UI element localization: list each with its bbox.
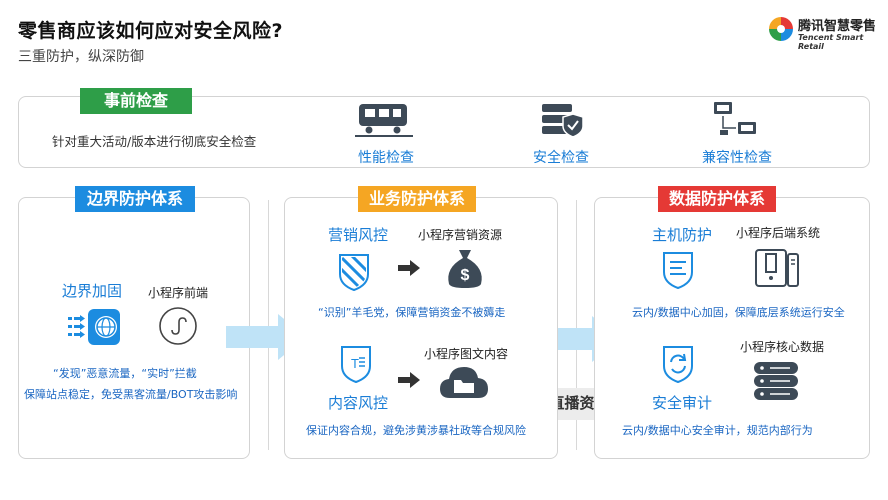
security-audit-desc: 云内/数据中心安全审计，规范内部行为 bbox=[622, 424, 813, 437]
marketing-risk-target: 小程序营销资源 bbox=[418, 228, 503, 242]
business-tag: 业务防护体系 bbox=[358, 186, 476, 212]
content-risk-title: 内容风控 bbox=[328, 394, 389, 412]
content-risk-desc: 保证内容合规，避免涉黄涉暴社政等合规风险 bbox=[306, 424, 526, 437]
security-audit-title: 安全审计 bbox=[652, 394, 713, 412]
page-title: 零售商应该如何应对安全风险? bbox=[18, 20, 284, 42]
boundary-reinforce-icon bbox=[68, 309, 120, 345]
svg-text:T: T bbox=[351, 356, 359, 371]
database-server-icon bbox=[754, 362, 798, 400]
page-subtitle: 三重防护，纵深防御 bbox=[18, 49, 144, 65]
network-computers-icon bbox=[714, 102, 756, 135]
content-risk-target: 小程序图文内容 bbox=[424, 347, 509, 361]
arrow-right-icon bbox=[398, 372, 420, 388]
logo-name-en: Tencent Smart Retail bbox=[798, 33, 864, 51]
arrow-right-icon bbox=[398, 260, 420, 276]
data-protection-tag: 数据防护体系 bbox=[658, 186, 776, 212]
boundary-card bbox=[18, 197, 250, 459]
business-card bbox=[284, 197, 558, 459]
server-tower-icon bbox=[755, 249, 799, 287]
pre-check-item-compatibility: 兼容性检查 bbox=[702, 150, 772, 166]
divider-right bbox=[576, 200, 577, 450]
shield-list-icon bbox=[663, 252, 693, 290]
server-shield-icon bbox=[542, 104, 584, 138]
divider-left bbox=[268, 200, 269, 450]
boundary-item-sub: 小程序前端 bbox=[148, 286, 209, 300]
money-bag-icon: $ bbox=[448, 250, 482, 288]
data-protection-card bbox=[594, 197, 870, 459]
host-protection-target: 小程序后端系统 bbox=[736, 226, 821, 240]
boundary-item-title: 边界加固 bbox=[62, 282, 123, 300]
boundary-desc-line2: 保障站点稳定，免受黑客流量/BOT攻击影响 bbox=[24, 388, 238, 401]
train-icon bbox=[355, 104, 413, 137]
core-data-target: 小程序核心数据 bbox=[740, 340, 825, 354]
pre-check-tag: 事前检查 bbox=[80, 88, 192, 114]
pre-check-item-performance: 性能检查 bbox=[358, 150, 414, 166]
logo-name-cn: 腾讯智慧零售 bbox=[798, 19, 877, 34]
pinwheel-logo-icon bbox=[769, 17, 793, 41]
mini-program-icon bbox=[159, 307, 197, 345]
host-protection-desc: 云内/数据中心加固，保障底层系统运行安全 bbox=[632, 306, 845, 319]
boundary-tag: 边界防护体系 bbox=[75, 186, 195, 212]
shield-refresh-icon bbox=[663, 346, 693, 384]
pre-check-item-security: 安全检查 bbox=[533, 150, 589, 166]
shield-stripes-icon bbox=[339, 254, 369, 292]
brand-logo: 腾讯智慧零售 Tencent Smart Retail bbox=[768, 12, 883, 51]
svg-text:$: $ bbox=[461, 267, 470, 284]
host-protection-title: 主机防护 bbox=[652, 226, 713, 244]
marketing-risk-title: 营销风控 bbox=[328, 226, 389, 244]
cloud-folder-icon bbox=[440, 367, 488, 398]
marketing-risk-desc: “识别”羊毛党，保障营销资金不被薅走 bbox=[318, 306, 506, 319]
boundary-desc-line1: “发现”恶意流量，“实时”拦截 bbox=[53, 367, 197, 380]
pre-check-description: 针对重大活动/版本进行彻底安全检查 bbox=[52, 134, 257, 149]
shield-text-icon: T bbox=[341, 346, 371, 384]
